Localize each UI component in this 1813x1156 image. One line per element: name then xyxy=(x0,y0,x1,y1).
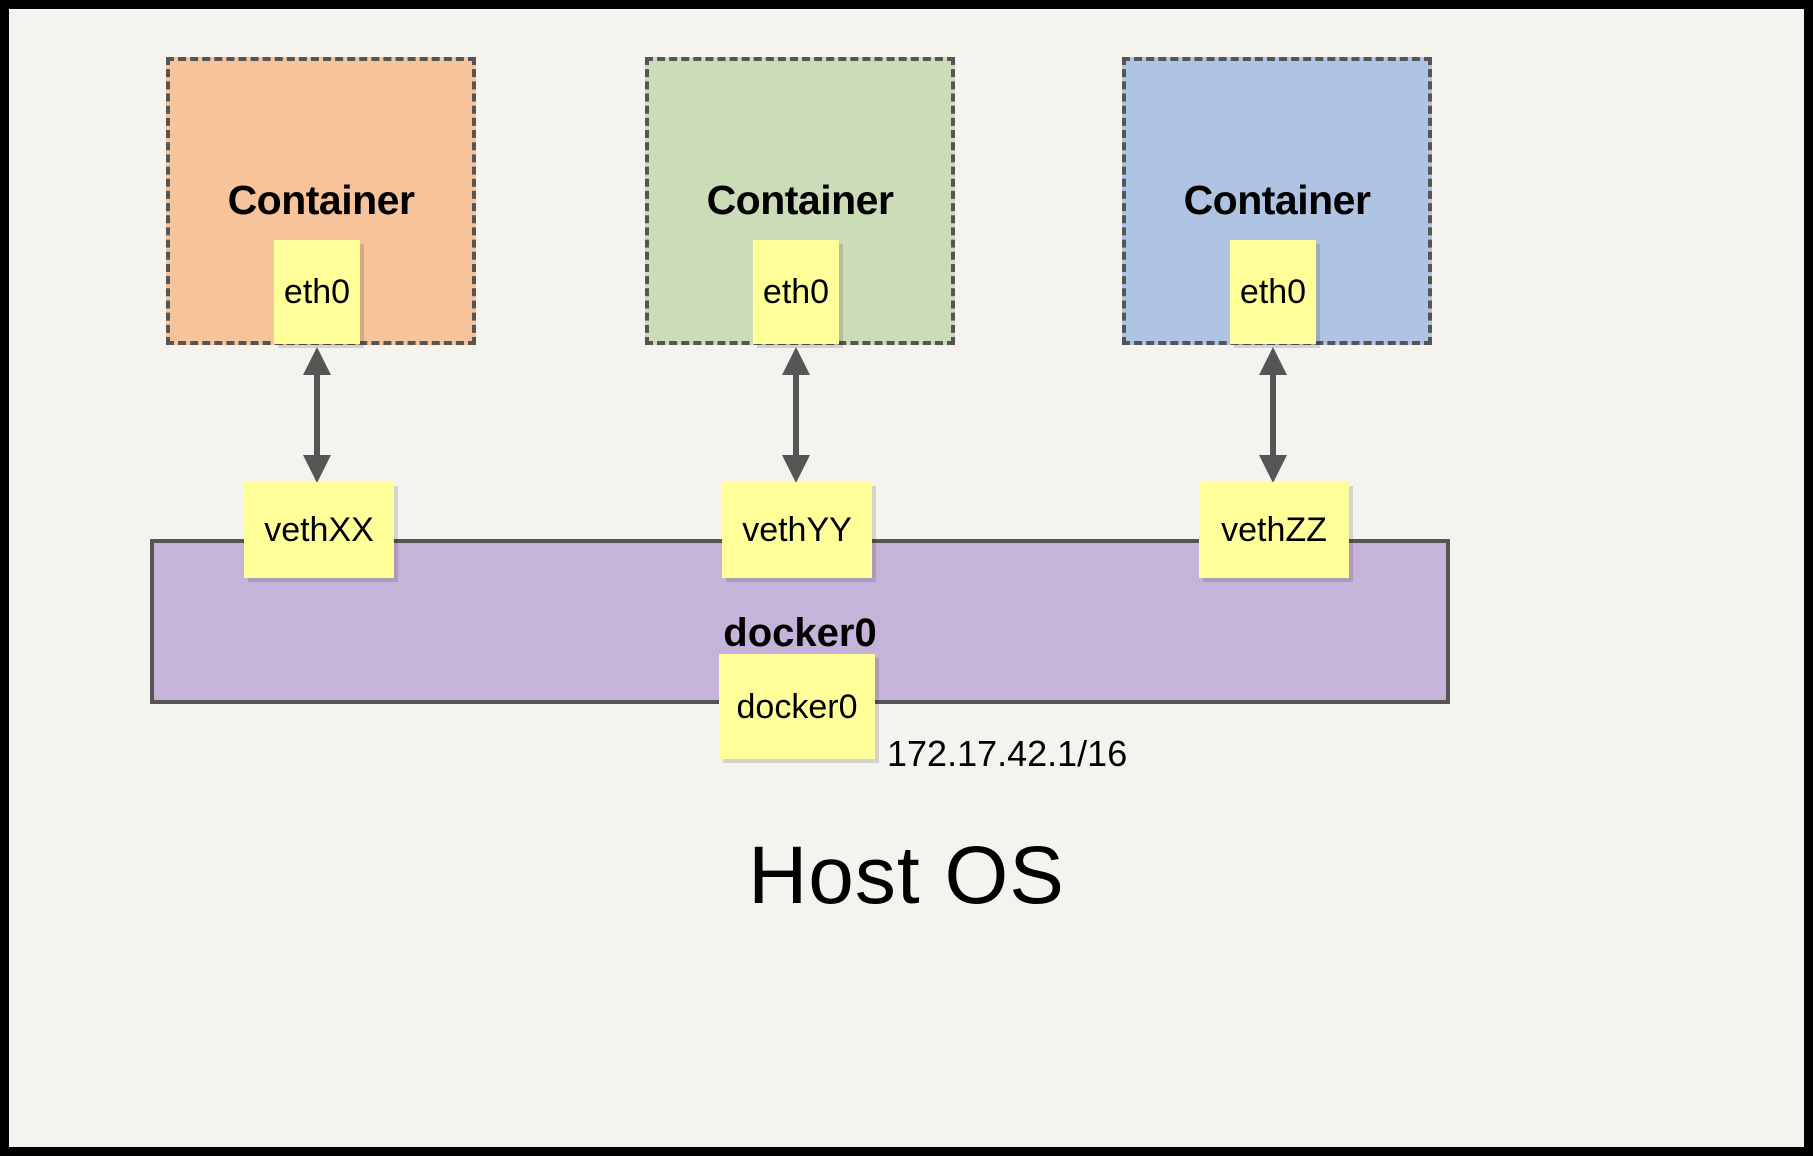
container-eth0-label-2: eth0 xyxy=(762,273,830,311)
docker0-interface-box: docker0 xyxy=(719,654,875,759)
veth-link-arrow-1 xyxy=(303,347,331,483)
veth-link-arrow-3 xyxy=(1259,347,1287,483)
container-title-2: Container xyxy=(706,177,894,223)
container-title-3: Container xyxy=(1183,177,1371,223)
container-eth0-box-1: eth0 xyxy=(274,240,360,344)
veth-label-3: vethZZ xyxy=(1221,511,1327,549)
host-os-label: Host OS xyxy=(748,830,1065,921)
docker0-interface-label: docker0 xyxy=(736,687,858,726)
container-eth0-label-3: eth0 xyxy=(1239,273,1307,311)
container-eth0-box-2: eth0 xyxy=(753,240,839,344)
container-eth0-label-1: eth0 xyxy=(283,273,351,311)
veth-label-2: vethYY xyxy=(742,511,852,549)
container-eth0-box-3: eth0 xyxy=(1230,240,1316,344)
docker0-ip-address: 172.17.42.1/16 xyxy=(887,733,1128,774)
docker0-bridge-label: docker0 xyxy=(723,611,877,655)
veth-link-arrow-2 xyxy=(782,347,810,483)
veth-box-1: vethXX xyxy=(244,482,394,578)
veth-box-3: vethZZ xyxy=(1199,482,1349,578)
container-title-1: Container xyxy=(227,177,415,223)
veth-box-2: vethYY xyxy=(722,482,872,578)
veth-label-1: vethXX xyxy=(264,511,374,549)
